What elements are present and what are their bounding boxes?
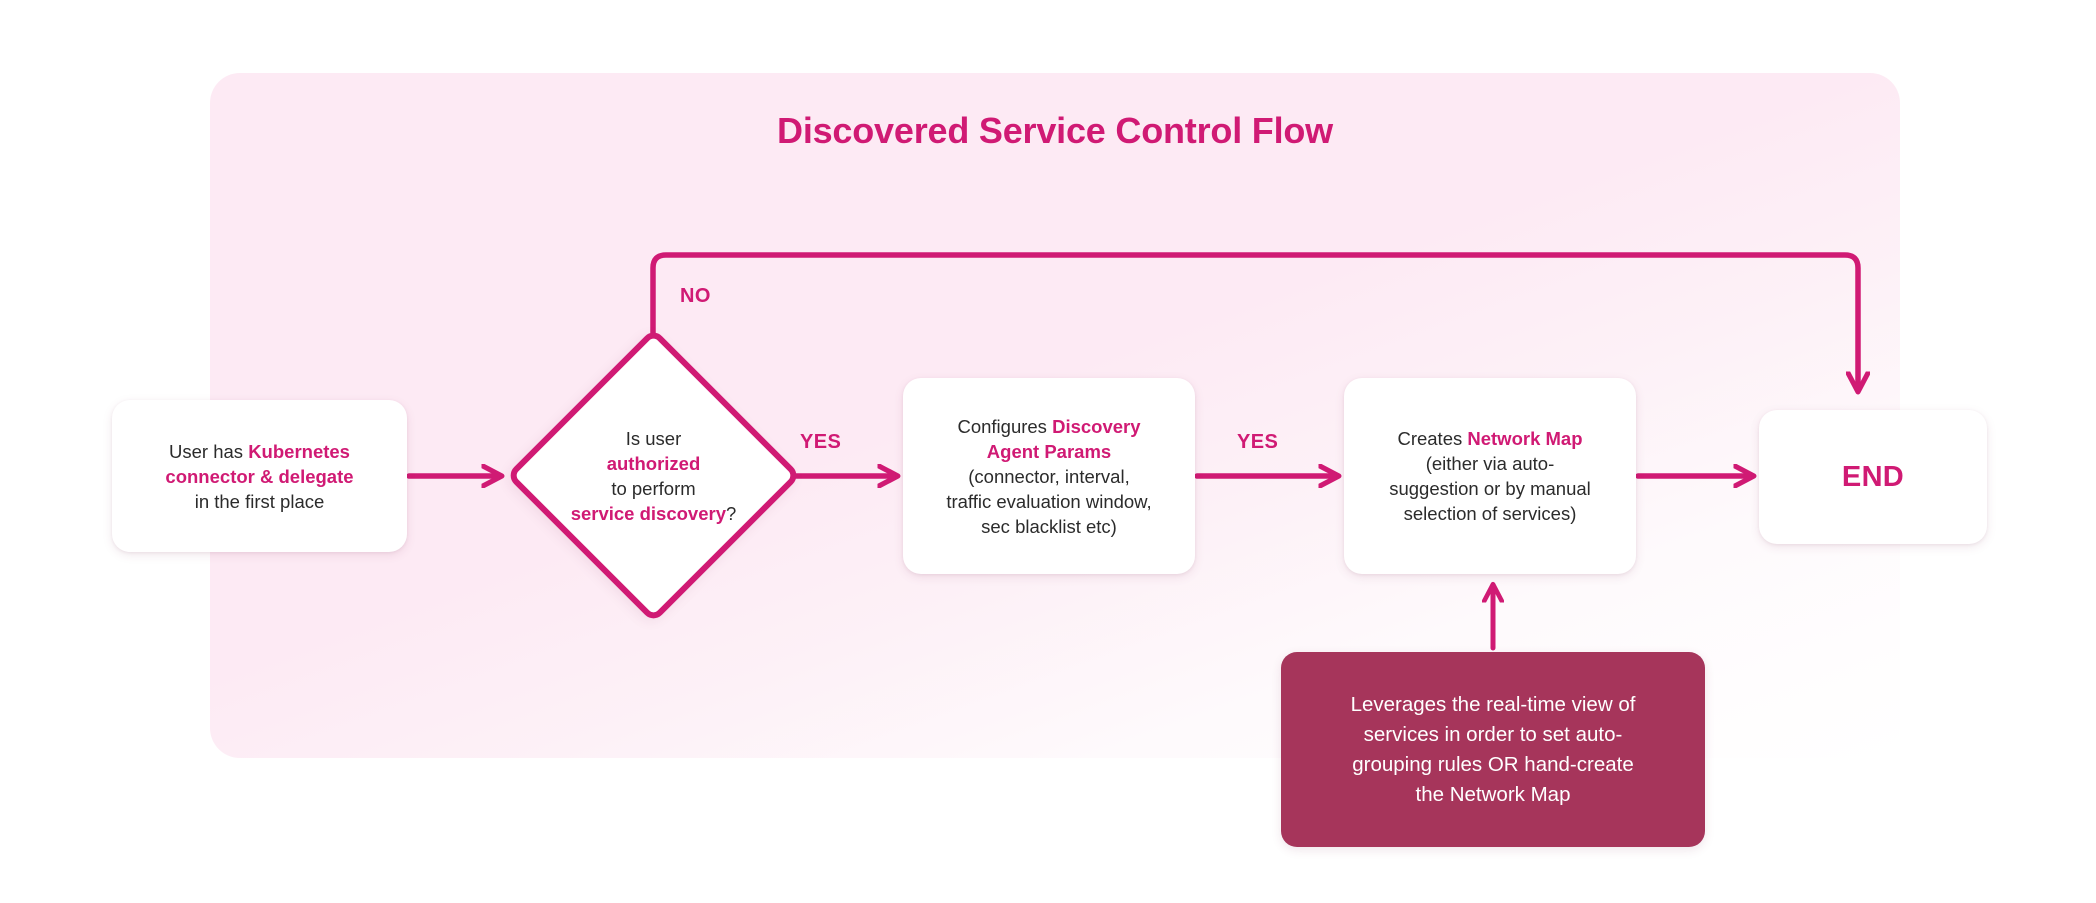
node-map-line3: suggestion or by manual <box>1389 478 1591 499</box>
node-note-line1: Leverages the real-time view of <box>1350 692 1636 716</box>
node-start-line1-plain: User has <box>169 440 249 462</box>
node-configures-discovery-agent-params[interactable]: Configures Discovery Agent Params (conne… <box>903 378 1195 574</box>
node-end[interactable]: END <box>1759 410 1987 544</box>
node-decision-line4: service discovery <box>570 502 726 524</box>
node-start-line2-bold: connector & delegate <box>165 465 354 487</box>
node-note-text: Leverages the real-time view of services… <box>1333 690 1654 810</box>
node-config-text: Configures Discovery Agent Params (conne… <box>932 414 1165 539</box>
node-decision-line2: authorized <box>606 452 701 474</box>
node-config-line4: traffic evaluation window, <box>946 490 1152 512</box>
node-start-line3-plain: in the first place <box>194 490 325 512</box>
node-decision[interactable]: Is user authorized to perform service di… <box>505 327 802 624</box>
node-config-line2-bold: Agent Params <box>986 440 1112 462</box>
node-note-line3: grouping rules OR hand-create <box>1352 752 1634 776</box>
node-config-line5: sec blacklist etc) <box>981 515 1117 537</box>
node-note-line2: services in order to set auto- <box>1363 722 1623 746</box>
node-note-line4: the Network Map <box>1415 782 1571 806</box>
node-creates-network-map[interactable]: Creates Network Map (either via auto- su… <box>1344 378 1636 574</box>
node-decision-line1: Is user <box>625 427 682 449</box>
node-decision-line3: to perform <box>611 477 696 499</box>
node-map-line1-bold: Network Map <box>1467 428 1583 449</box>
edge-label-no: NO <box>680 285 711 307</box>
edge-label-yes-config: YES <box>1237 431 1279 453</box>
node-config-line3: (connector, interval, <box>968 465 1130 487</box>
node-config-line1-bold: Discovery <box>1052 415 1141 437</box>
node-map-line1-plain: Creates <box>1397 428 1468 449</box>
node-decision-line4-suffix: ? <box>726 502 737 524</box>
node-start[interactable]: User has Kubernetes connector & delegate… <box>112 400 407 552</box>
node-start-line1-bold: Kubernetes <box>248 440 350 462</box>
node-decision-text: Is user authorized to perform service di… <box>515 337 792 614</box>
node-config-line1-plain: Configures <box>957 415 1053 437</box>
node-annotation-leverages-real-time-view[interactable]: Leverages the real-time view of services… <box>1281 652 1705 847</box>
edge-label-yes-decision: YES <box>800 431 842 453</box>
node-map-text: Creates Network Map (either via auto- su… <box>1375 426 1605 526</box>
node-map-line2: (either via auto- <box>1425 453 1555 474</box>
node-end-label: END <box>1841 460 1905 493</box>
node-map-line4: selection of services) <box>1403 503 1577 524</box>
page-title: Discovered Service Control Flow <box>777 110 1333 151</box>
node-start-text: User has Kubernetes connector & delegate… <box>151 439 367 514</box>
